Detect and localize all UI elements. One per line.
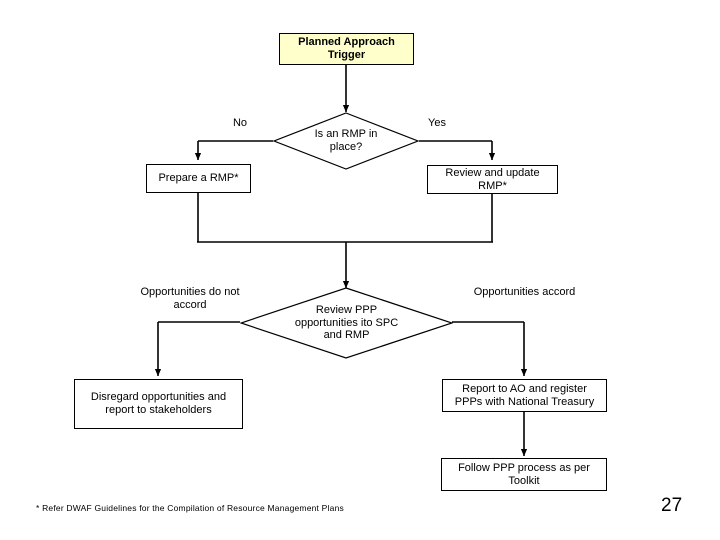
edge-label-no: No [215,117,265,130]
review-ppp-line2: opportunities ito SPC [294,316,399,329]
trigger-line1: Planned Approach [298,36,395,49]
report-ao-line1: Report to AO and register [462,382,587,395]
edge-label-opportunities-accord: Opportunities accord [442,286,607,299]
node-disregard-opportunities[interactable]: Disregard opportunities and report to st… [74,379,243,429]
node-planned-approach-trigger[interactable]: Planned Approach Trigger [279,33,414,65]
opp-accord-text: Opportunities accord [473,286,576,298]
review-ppp-line1: Review PPP [315,303,378,316]
disregard-line1: Disregard opportunities and [90,391,227,404]
trigger-line2: Trigger [327,49,366,61]
rmp-decision-line1: Is an RMP in [314,128,378,141]
footnote: * Refer DWAF Guidelines for the Compilat… [36,503,456,513]
node-review-update-rmp[interactable]: Review and update RMP* [427,165,558,194]
prepare-rmp-text: Prepare a RMP* [158,172,239,185]
opp-not-accord-line2: accord [173,298,207,311]
footnote-text: * Refer DWAF Guidelines for the Compilat… [36,503,344,513]
node-review-ppp-text: Review PPP opportunities ito SPC and RMP [240,287,453,359]
page-number: 27 [661,495,682,517]
page-number-text: 27 [661,495,683,516]
follow-ppp-line1: Follow PPP process as per [458,461,590,474]
edge-label-no-text: No [232,117,248,129]
disregard-line2: report to stakeholders [105,404,212,416]
review-ppp-line3: and RMP [323,329,370,342]
review-update-rmp-line2: RMP* [478,179,507,192]
opp-not-accord-line1: Opportunities do not [140,286,240,298]
diamond-shape-rmp [273,112,419,170]
edge-label-yes-text: Yes [428,117,446,129]
node-report-to-ao[interactable]: Report to AO and register PPPs with Nati… [442,379,607,412]
follow-ppp-line2: Toolkit [508,474,540,487]
review-update-rmp-line1: Review and update [445,166,540,179]
rmp-decision-line2: place? [329,141,363,153]
edge-label-yes: Yes [412,117,462,130]
report-ao-line2: PPPs with National Treasury [454,395,595,408]
diamond-shape-review-ppp [240,287,453,359]
edge-label-opportunities-do-not-accord: Opportunities do not accord [120,286,260,312]
node-review-ppp-opportunities[interactable]: Review PPP opportunities ito SPC and RMP [240,287,453,359]
node-is-rmp-in-place[interactable]: Is an RMP in place? [273,112,419,170]
node-is-rmp-in-place-text: Is an RMP in place? [273,112,419,170]
node-prepare-rmp[interactable]: Prepare a RMP* [146,164,251,193]
node-follow-ppp-process[interactable]: Follow PPP process as per Toolkit [441,458,607,491]
